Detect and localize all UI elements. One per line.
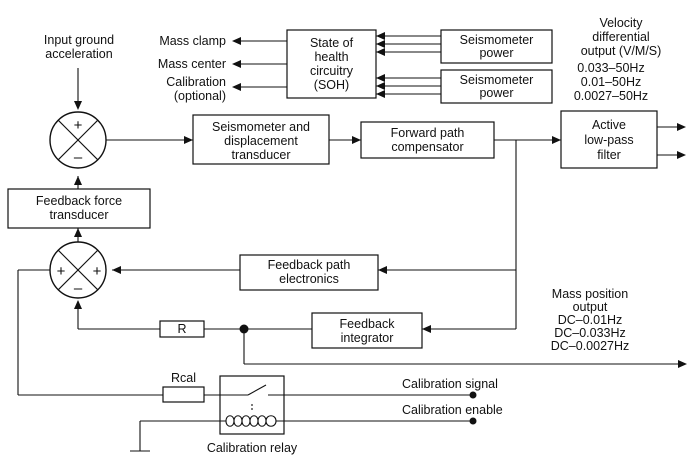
velocity-line5: 0.01–50Hz bbox=[581, 75, 641, 89]
power-2-label-line2: power bbox=[479, 86, 513, 100]
resistor-r-label: R bbox=[177, 322, 186, 336]
soh-label-line1: State of bbox=[310, 36, 354, 50]
seismometer-power-block-2: Seismometer power bbox=[440, 69, 553, 104]
calibration-signal-terminal[interactable] bbox=[469, 391, 477, 399]
power-2-label-line1: Seismometer bbox=[460, 73, 534, 87]
mass-position-line1: Mass position bbox=[552, 287, 628, 301]
transducer-label-line2: displacement bbox=[224, 134, 298, 148]
resistor-rcal-label: Rcal bbox=[171, 371, 196, 385]
input-label-line1: Input ground bbox=[44, 33, 114, 47]
top-junction-sign-plus: + bbox=[74, 117, 83, 134]
fb-electronics-label-line1: Feedback path bbox=[268, 258, 351, 272]
mass-position-line5: DC–0.0027Hz bbox=[551, 339, 630, 353]
filter-label-line2: low-pass bbox=[584, 133, 633, 147]
velocity-output-label: Velocity differential output (V/M/S) 0.0… bbox=[574, 16, 661, 103]
bottom-junction-sign-right-plus: + bbox=[93, 263, 102, 280]
integrator-label-line2: integrator bbox=[341, 331, 394, 345]
seismometer-power-block-1: Seismometer power bbox=[440, 29, 553, 64]
velocity-line2: differential bbox=[592, 30, 649, 44]
compensator-label-line1: Forward path bbox=[391, 126, 465, 140]
calibration-optional-line1: Calibration bbox=[166, 75, 226, 89]
mass-center-label: Mass center bbox=[158, 57, 226, 71]
calibration-optional-label: Calibration (optional) bbox=[166, 75, 226, 103]
feedback-force-transducer-block: Feedback force transducer bbox=[7, 188, 151, 229]
top-summing-junction: + – bbox=[49, 111, 107, 169]
filter-label-line1: Active bbox=[592, 118, 626, 132]
velocity-line4: 0.033–50Hz bbox=[577, 61, 644, 75]
force-transducer-label-line2: transducer bbox=[49, 208, 108, 222]
input-label-line2: acceleration bbox=[45, 47, 112, 61]
soh-label-line4: (SOH) bbox=[314, 78, 349, 92]
relay-coil-icon bbox=[225, 415, 277, 427]
signal-wires bbox=[17, 35, 680, 452]
seismometer-transducer-block: Seismometer and displacement transducer bbox=[192, 114, 330, 165]
calibration-relay: Calibration relay bbox=[207, 375, 298, 455]
calibration-relay-label: Calibration relay bbox=[207, 441, 298, 455]
mass-position-output-label: Mass position output DC–0.01Hz DC–0.033H… bbox=[551, 287, 630, 353]
integrator-label-line1: Feedback bbox=[340, 317, 396, 331]
feedback-integrator-block: Feedback integrator bbox=[311, 312, 423, 349]
feedback-path-electronics-block: Feedback path electronics bbox=[239, 254, 379, 291]
filter-label-line3: filter bbox=[597, 148, 621, 162]
active-low-pass-filter-block: Active low-pass filter bbox=[560, 110, 658, 169]
mass-clamp-label: Mass clamp bbox=[159, 34, 226, 48]
bottom-summing-junction: + + – bbox=[49, 241, 107, 299]
resistor-rcal: Rcal bbox=[162, 371, 205, 403]
arrowheads bbox=[74, 32, 687, 368]
velocity-line3: output (V/M/S) bbox=[581, 44, 662, 58]
velocity-line6: 0.0027–50Hz bbox=[574, 89, 648, 103]
forward-path-compensator-block: Forward path compensator bbox=[360, 121, 495, 159]
mass-position-line4: DC–0.033Hz bbox=[554, 326, 626, 340]
force-transducer-label-line1: Feedback force bbox=[36, 194, 122, 208]
compensator-label-line2: compensator bbox=[391, 140, 463, 154]
soh-block: State of health circuitry (SOH) bbox=[286, 29, 377, 99]
mass-position-line2: output bbox=[573, 300, 608, 314]
power-1-label-line2: power bbox=[479, 46, 513, 60]
bottom-junction-sign-minus: – bbox=[74, 280, 83, 297]
mass-position-line3: DC–0.01Hz bbox=[558, 313, 623, 327]
velocity-line1: Velocity bbox=[599, 16, 643, 30]
input-ground-acceleration-label: Input ground acceleration bbox=[44, 33, 114, 61]
calibration-signal-label: Calibration signal bbox=[402, 377, 498, 391]
transducer-label-line3: transducer bbox=[231, 148, 290, 162]
fb-electronics-label-line2: electronics bbox=[279, 272, 339, 286]
mass-position-tap-dot bbox=[239, 324, 249, 334]
soh-label-line3: circuitry bbox=[310, 64, 354, 78]
calibration-enable-label: Calibration enable bbox=[402, 403, 503, 417]
top-junction-sign-minus: – bbox=[74, 149, 83, 166]
transducer-label-line1: Seismometer and bbox=[212, 120, 310, 134]
calibration-enable-terminal[interactable] bbox=[469, 417, 477, 425]
soh-label-line2: health bbox=[314, 50, 348, 64]
bottom-junction-sign-left-plus: + bbox=[57, 263, 66, 280]
calibration-optional-line2: (optional) bbox=[174, 89, 226, 103]
power-1-label-line1: Seismometer bbox=[460, 33, 534, 47]
resistor-r: R bbox=[159, 320, 205, 338]
